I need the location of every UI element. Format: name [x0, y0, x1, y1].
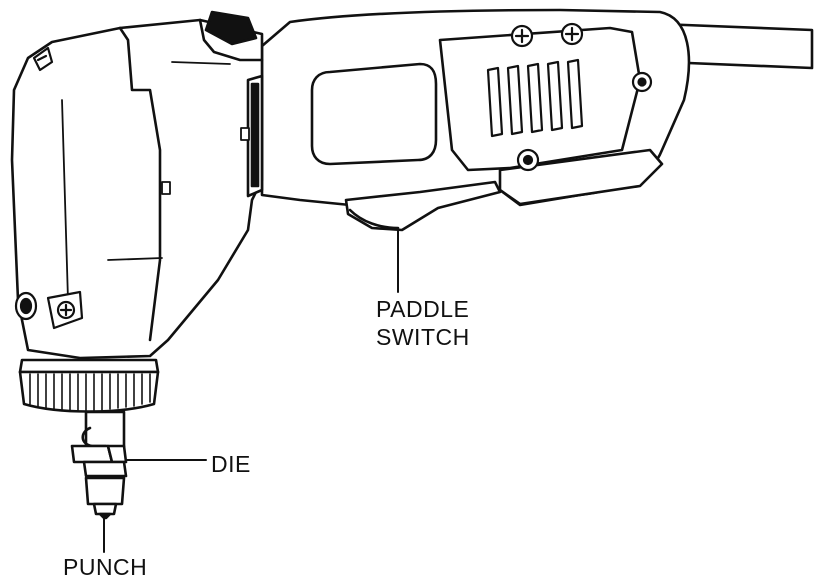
handle: [262, 10, 689, 205]
punch-label: PUNCH: [63, 553, 147, 581]
collar: [20, 360, 158, 412]
paddle-switch-label-line-2: SWITCH: [376, 323, 470, 351]
die-label: DIE: [211, 450, 251, 478]
die-punch-assembly: [72, 412, 126, 518]
paddle-switch-label-line-1: PADDLE: [376, 295, 470, 323]
paddle-switch-label: PADDLE SWITCH: [376, 295, 470, 351]
